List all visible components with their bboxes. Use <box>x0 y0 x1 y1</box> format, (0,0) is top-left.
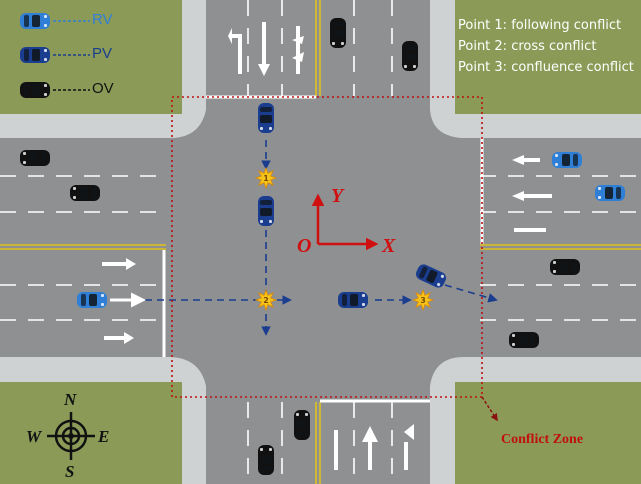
axis-origin-label: O <box>297 235 312 257</box>
legend-rv-car <box>20 13 50 29</box>
compass-south: S <box>65 462 75 481</box>
conflict-point-number: 3 <box>420 296 426 305</box>
conflict-point-2: 2 <box>254 288 278 312</box>
conflict-points: 1 2 3 <box>254 166 435 312</box>
legend-rv-label: RV <box>92 11 113 28</box>
axis-x-label: X <box>382 235 396 257</box>
axis-y-label: Y <box>331 185 344 207</box>
conflict-spark-icon <box>254 166 278 190</box>
conflict-zone-pointer <box>481 396 498 422</box>
note-point-1: Point 1: following conflict <box>458 18 622 33</box>
note-point-3: Point 3: confluence conflict <box>458 60 634 75</box>
conflict-spark-icon <box>411 288 435 312</box>
compass-east: E <box>98 427 110 446</box>
compass-north: N <box>64 390 77 409</box>
legend-ov-car <box>20 82 50 98</box>
conflict-point-number: 2 <box>263 296 269 305</box>
coordinate-axes <box>311 193 379 251</box>
grass-ne <box>455 0 641 114</box>
conflict-point-3: 3 <box>411 288 435 312</box>
conflict-point-1: 1 <box>254 166 278 190</box>
note-point-2: Point 2: cross conflict <box>458 39 597 54</box>
grass-sw <box>0 382 182 484</box>
legend-cars <box>20 13 90 98</box>
conflict-zone-boundary <box>171 96 483 398</box>
conflict-point-number: 1 <box>263 174 269 183</box>
legend-pv-label: PV <box>92 45 113 62</box>
conflict-spark-icon <box>254 288 278 312</box>
conflict-zone-label: Conflict Zone <box>501 432 584 447</box>
legend-pv-car <box>20 47 50 63</box>
compass-west: W <box>26 427 42 446</box>
compass-icon <box>47 412 95 460</box>
legend-ov-label: OV <box>92 80 114 97</box>
grass-se <box>455 382 641 484</box>
lane-arrows <box>102 22 552 470</box>
